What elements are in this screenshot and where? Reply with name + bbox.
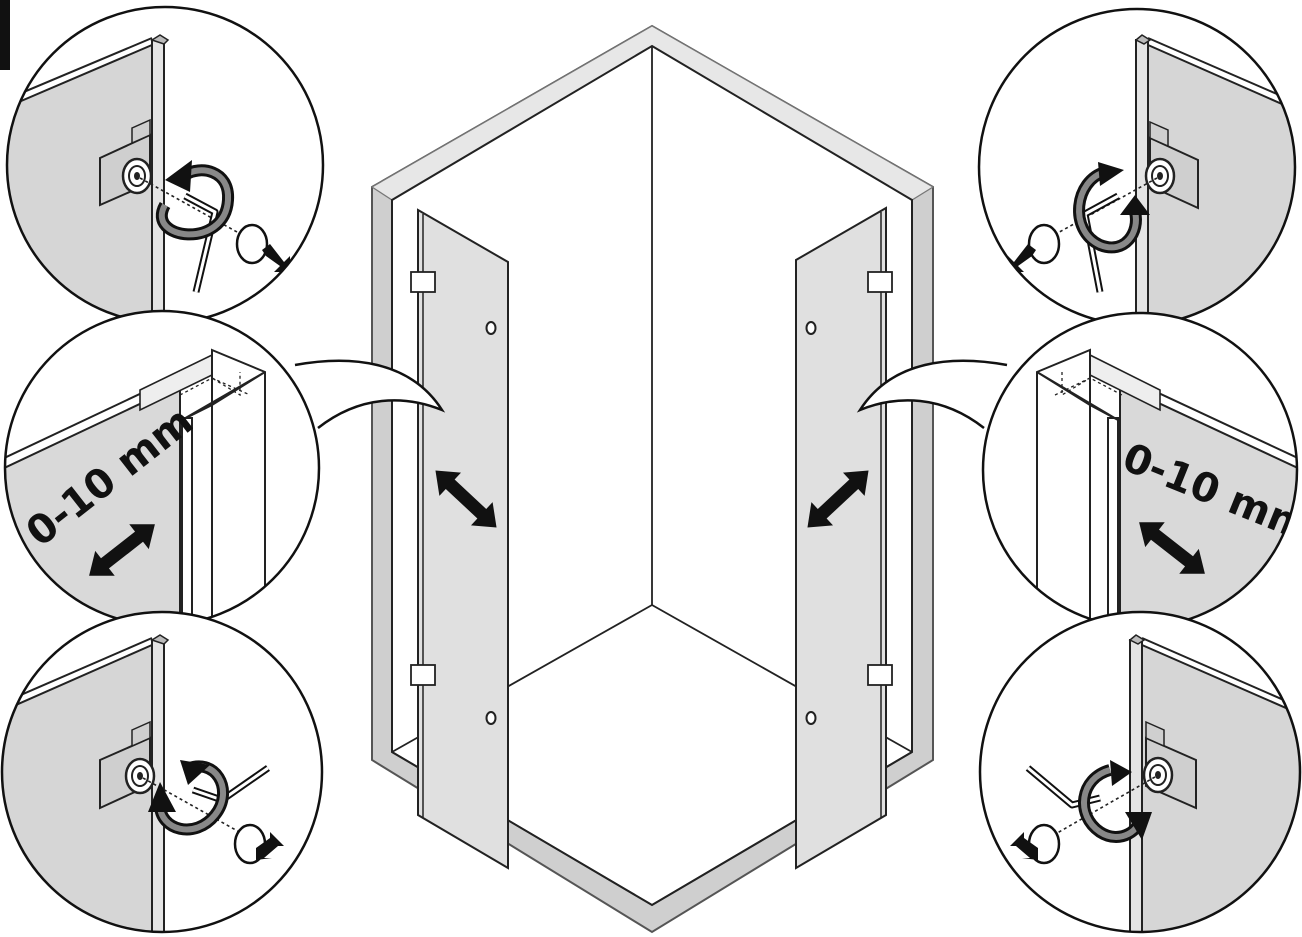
callout-tail-left (294, 359, 446, 429)
push-arrow-icon (1008, 244, 1036, 272)
wall-profile (1036, 348, 1091, 627)
detail-circle-bottom-left (0, 610, 324, 934)
knob-left-top (485, 321, 497, 335)
detail-circle-mid-right: 0-10 mm (981, 311, 1299, 629)
detail-circle-top-right (977, 7, 1297, 327)
screw-cap-icon (235, 223, 269, 265)
knob-left-bottom (485, 711, 497, 725)
knob-right-top (805, 321, 817, 335)
hinge-right-top (867, 271, 893, 293)
screw-cap-icon (1027, 223, 1061, 265)
push-arrow-icon (256, 832, 284, 860)
detail-circle-bottom-right (978, 610, 1302, 934)
knob-right-bottom (805, 711, 817, 725)
hinge-left-bottom (410, 664, 436, 686)
page-corner-tab (0, 0, 10, 70)
hinge-left-top (410, 271, 436, 293)
push-arrow-icon (1010, 832, 1038, 860)
glass-panel-left (410, 208, 509, 870)
detail-circle-top-left (5, 5, 325, 325)
glass-panel-right (795, 206, 893, 870)
hinge-right-bottom (867, 664, 893, 686)
detail-circle-mid-left: 0-10 mm (3, 309, 321, 627)
callout-tail-right (856, 359, 1008, 429)
shower-enclosure (370, 24, 935, 934)
push-arrow-icon (262, 244, 290, 272)
wall-profile (211, 348, 266, 625)
